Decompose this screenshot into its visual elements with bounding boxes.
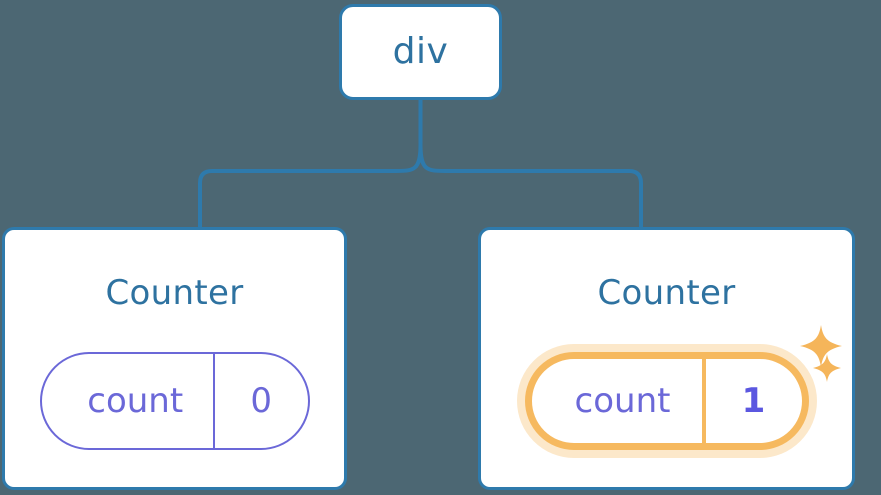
state-value-before: 0 [250, 381, 273, 421]
state-pill-before-wrapper: count 0 [39, 352, 310, 450]
state-pill-after-wrapper: count 1 [524, 352, 809, 450]
state-key-before: count [42, 354, 215, 448]
sparkle-icon [800, 325, 842, 367]
node-counter-before[interactable]: Counter count 0 [2, 227, 347, 490]
connector-branch-left [198, 143, 423, 229]
node-counter-before-title: Counter [105, 273, 244, 313]
state-pill-before[interactable]: count 0 [39, 352, 310, 450]
node-div[interactable]: div [339, 4, 502, 100]
state-value-after: 1 [741, 381, 766, 421]
connector-branch-right [418, 143, 643, 229]
node-div-label: div [392, 31, 449, 72]
sparkle-icon [813, 354, 841, 382]
node-counter-after[interactable]: Counter count 1 [478, 227, 855, 490]
node-counter-after-title: Counter [597, 273, 736, 313]
state-key-after: count [532, 359, 706, 443]
state-pill-after[interactable]: count 1 [524, 352, 809, 450]
